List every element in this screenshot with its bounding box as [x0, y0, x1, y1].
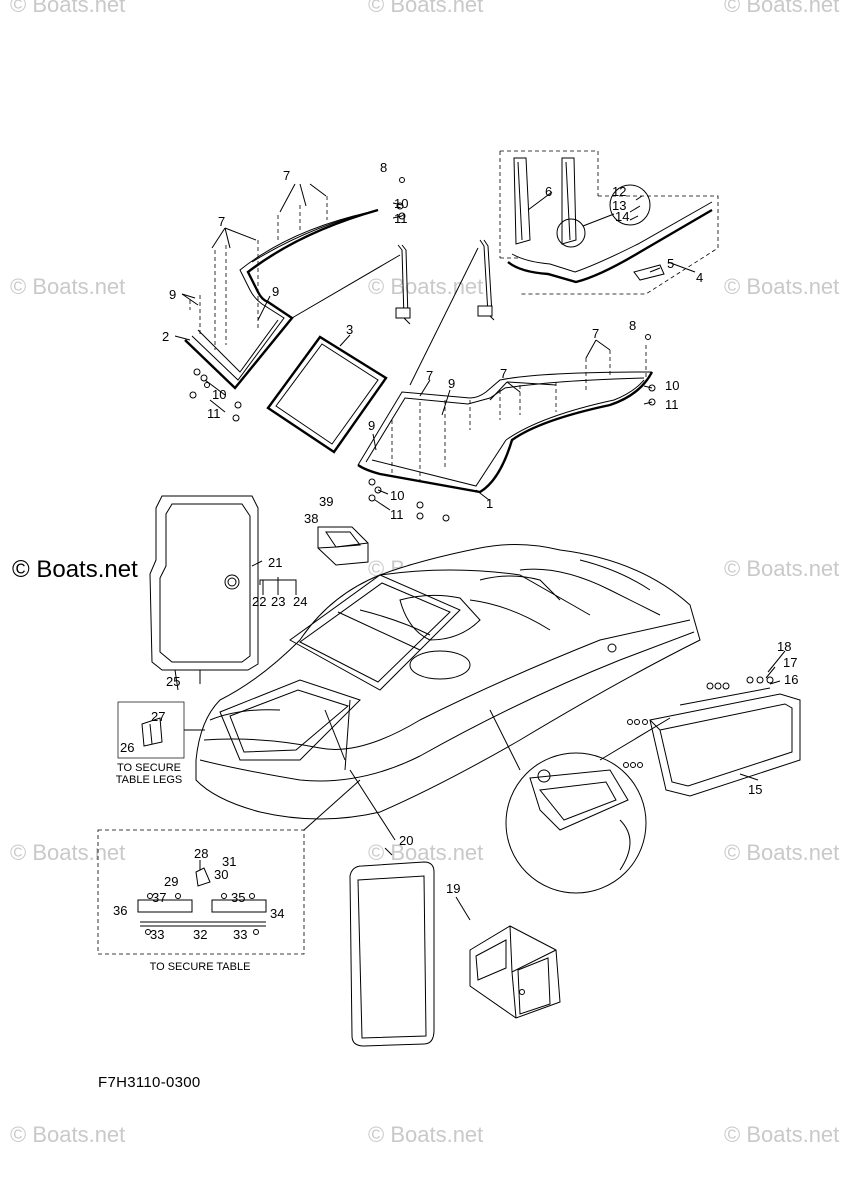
- glove-box-detail: [489, 687, 801, 894]
- callout-1: 1: [486, 496, 493, 511]
- windshield-struts: [291, 239, 495, 386]
- callout-23: 23: [271, 594, 285, 609]
- detail-box-grab-handle: [499, 150, 651, 259]
- callout-11: 11: [207, 406, 221, 421]
- watermark-strong: © Boats.net: [12, 556, 138, 583]
- callout-33: 33: [150, 927, 164, 942]
- callout-22: 22: [252, 594, 266, 609]
- callout-18: 18: [777, 639, 791, 654]
- callout-14: 14: [615, 209, 629, 224]
- callout-10-d: 10: [390, 488, 404, 503]
- callout-21: 21: [268, 555, 282, 570]
- seat-cushion: [349, 847, 435, 1047]
- hatch-cover-panel: [149, 495, 259, 691]
- callout-37: 37: [152, 890, 166, 905]
- callout-8-b: 8: [629, 318, 636, 333]
- callout-7-b: 7: [218, 214, 225, 229]
- callout-11-c: 11: [665, 397, 679, 412]
- callout-labels: 1 2 3 4 5 6 7 8 9 10 11 12 13 14 15 16 1…: [113, 160, 798, 942]
- caption-table-legs: TO SECURE TABLE LEGS: [115, 762, 183, 786]
- callout-32: 32: [193, 927, 207, 942]
- cup-tray: [317, 526, 369, 566]
- callout-20: 20: [399, 833, 413, 848]
- callout-17: 17: [783, 655, 797, 670]
- boat-hull: [195, 543, 701, 841]
- callout-28: 28: [194, 846, 208, 861]
- callout-24: 24: [293, 594, 307, 609]
- diagram-code: F7H3110-0300: [98, 1074, 201, 1091]
- table-detail-box: [97, 779, 361, 955]
- callout-6: 6: [545, 184, 552, 199]
- callout-2: 2: [162, 329, 169, 344]
- callout-27: 27: [151, 709, 165, 724]
- callout-13: 13: [612, 198, 626, 213]
- callout-11-d: 11: [390, 507, 404, 522]
- callout-8: 8: [380, 160, 387, 175]
- callout-4: 4: [696, 270, 703, 285]
- callout-10: 10: [212, 387, 226, 402]
- table-legs-detail-box: [117, 701, 205, 759]
- hardware-fasteners: [189, 177, 656, 522]
- callout-36: 36: [113, 903, 127, 918]
- callout-19: 19: [446, 881, 460, 896]
- callout-10-b: 10: [394, 196, 408, 211]
- callout-16: 16: [784, 672, 798, 687]
- callout-26: 26: [120, 740, 134, 755]
- callout-39: 39: [319, 494, 333, 509]
- callout-38: 38: [304, 511, 318, 526]
- callout-31: 31: [222, 854, 236, 869]
- callout-7-d: 7: [592, 326, 599, 341]
- callout-9: 9: [169, 287, 176, 302]
- callout-9-b: 9: [272, 284, 279, 299]
- caption-table: TO SECURE TABLE: [149, 961, 251, 973]
- callout-11-b: 11: [394, 211, 408, 226]
- windshield-starboard-frame: [357, 345, 654, 494]
- callout-3: 3: [346, 322, 353, 337]
- callout-7: 7: [283, 168, 290, 183]
- callout-34: 34: [270, 906, 284, 921]
- callout-15: 15: [748, 782, 762, 797]
- leader-lines: [174, 183, 786, 921]
- windshield-center-panel: [266, 335, 388, 454]
- callout-30: 30: [214, 867, 228, 882]
- callout-10-c: 10: [665, 378, 679, 393]
- callout-29: 29: [164, 874, 178, 889]
- callout-7-c: 7: [426, 368, 433, 383]
- callout-9-d: 9: [368, 418, 375, 433]
- washers: [623, 676, 774, 768]
- callout-12: 12: [612, 184, 626, 199]
- storage-compartment: [469, 925, 561, 1019]
- callout-25: 25: [166, 674, 180, 689]
- callout-5: 5: [667, 256, 674, 271]
- callout-33-b: 33: [233, 927, 247, 942]
- callout-9-c: 9: [448, 376, 455, 391]
- detail-box-trim: [507, 195, 719, 295]
- callout-7-e: 7: [500, 366, 507, 381]
- callout-35: 35: [231, 890, 245, 905]
- windshield-port-frame: [184, 196, 379, 390]
